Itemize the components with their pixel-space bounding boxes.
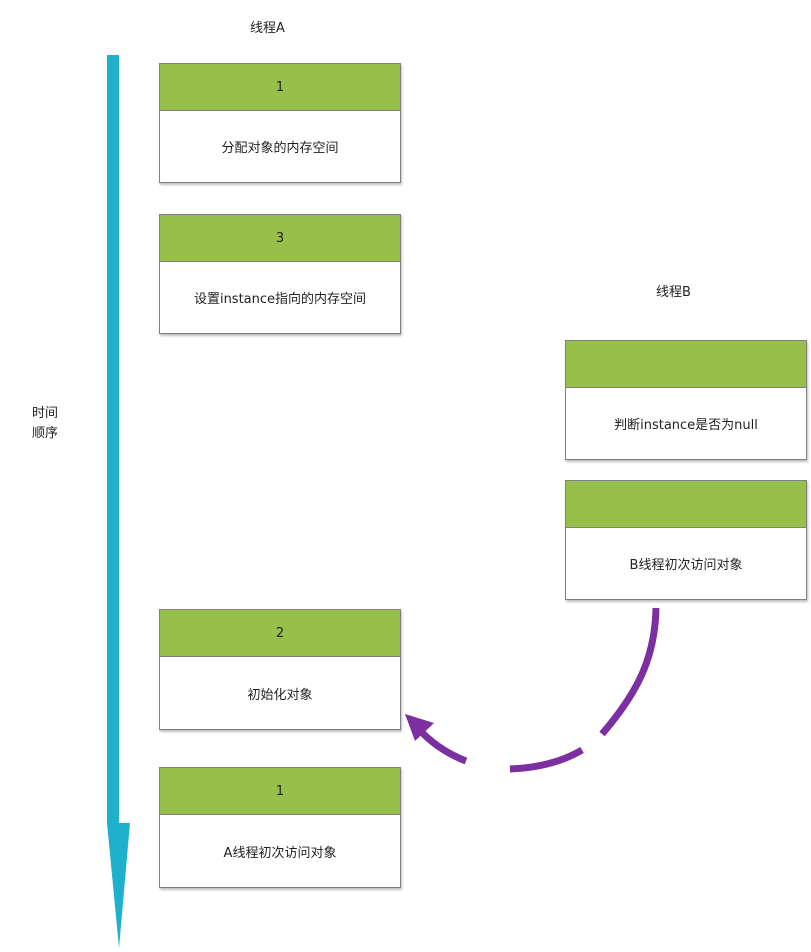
box-step-number: 1 — [160, 768, 400, 815]
thread-b-title: 线程B — [656, 285, 691, 300]
box-text: 初始化对象 — [247, 687, 313, 703]
box-text: 判断instance是否为null — [614, 418, 758, 433]
box-step-number — [566, 341, 806, 388]
thread-b-box-first-access: B线程初次访问对象 — [565, 480, 807, 600]
box-step-number: 2 — [160, 610, 400, 657]
timeline-arrow-head — [107, 823, 130, 948]
thread-a-box-allocate: 1 分配对象的内存空间 — [159, 63, 401, 183]
thread-a-title: 线程A — [250, 21, 285, 36]
thread-b-box-check-null: 判断instance是否为null — [565, 340, 807, 460]
box-step-number: 1 — [160, 64, 400, 111]
timeline-arrow-shaft — [107, 55, 119, 825]
box-text: A线程初次访问对象 — [223, 845, 337, 861]
box-step-number — [566, 481, 806, 528]
box-text: 设置instance指向的内存空间 — [193, 292, 367, 307]
curve-arrow-upper-segment — [599, 607, 660, 737]
timeline-arrow — [107, 55, 130, 948]
box-text: B线程初次访问对象 — [629, 558, 743, 573]
thread-a-box-initialize: 2 初始化对象 — [159, 609, 401, 730]
curve-arrow-head — [405, 714, 434, 741]
timeline-label-line1: 时间 — [32, 406, 59, 421]
curve-arrow — [405, 607, 660, 773]
curve-arrow-lower-segment — [509, 746, 584, 773]
box-text: 分配对象的内存空间 — [221, 141, 339, 156]
thread-a-box-set-instance: 3 设置instance指向的内存空间 — [159, 214, 401, 334]
box-step-number: 3 — [160, 215, 400, 262]
curve-arrow-end-segment — [415, 725, 468, 765]
thread-a-box-first-access: 1 A线程初次访问对象 — [159, 767, 401, 888]
timeline-label-line2: 顺序 — [32, 426, 59, 441]
